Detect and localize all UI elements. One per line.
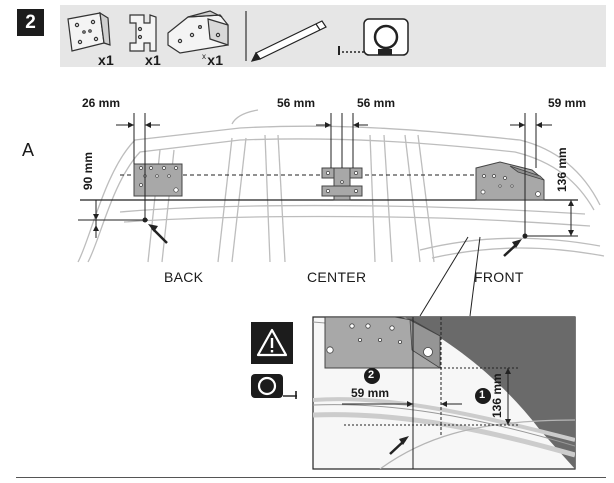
back-offset-dimension: 26 mm — [82, 96, 121, 110]
center-left-dimension: 56 mm — [277, 96, 316, 110]
step-number-badge: 2 — [17, 9, 44, 36]
front-height-dimension: 136 mm — [555, 147, 569, 192]
front-bracket-qty-wrap: xx1 — [202, 52, 223, 68]
center-right-dimension: 56 mm — [357, 96, 396, 110]
pencil-icon — [250, 20, 327, 62]
back-height-dimension: 90 mm — [81, 151, 95, 190]
detail-step-2-label: 2 — [368, 369, 375, 381]
detail-offset-dimension: 59 mm — [351, 386, 390, 400]
warning-icon — [251, 322, 293, 364]
detail-step-1-label: 1 — [479, 389, 486, 401]
parts-bar: x1 x1 xx1 — [60, 5, 606, 68]
detail-leader-right — [469, 236, 481, 317]
detail-leader-left — [419, 236, 469, 317]
center-bracket-qty: x1 — [145, 52, 161, 68]
center-bracket-icon — [129, 14, 157, 52]
front-bracket-qty: x1 — [207, 52, 224, 68]
center-bracket — [316, 113, 368, 201]
back-bracket — [78, 113, 183, 244]
back-position-label: BACK — [164, 269, 204, 285]
tape-measure-icon — [338, 18, 409, 56]
tape-measure-icon — [250, 372, 298, 402]
front-position-label: FRONT — [474, 269, 524, 285]
step-number: 2 — [25, 11, 36, 33]
front-bracket-icon — [167, 10, 229, 54]
front-bracket-qty-prefix: x — [202, 52, 207, 61]
bottom-divider — [16, 477, 606, 478]
front-offset-dimension: 59 mm — [548, 96, 587, 110]
bracket-plate-qty: x1 — [98, 52, 114, 68]
detail-view — [312, 316, 576, 470]
bracket-plate-icon — [67, 11, 111, 52]
front-bracket — [475, 113, 578, 257]
parts-illustrations — [67, 10, 409, 62]
center-position-label: CENTER — [307, 269, 367, 285]
section-letter: A — [22, 140, 35, 160]
car-silhouette — [77, 109, 605, 263]
detail-height-dimension: 136 mm — [490, 373, 504, 418]
